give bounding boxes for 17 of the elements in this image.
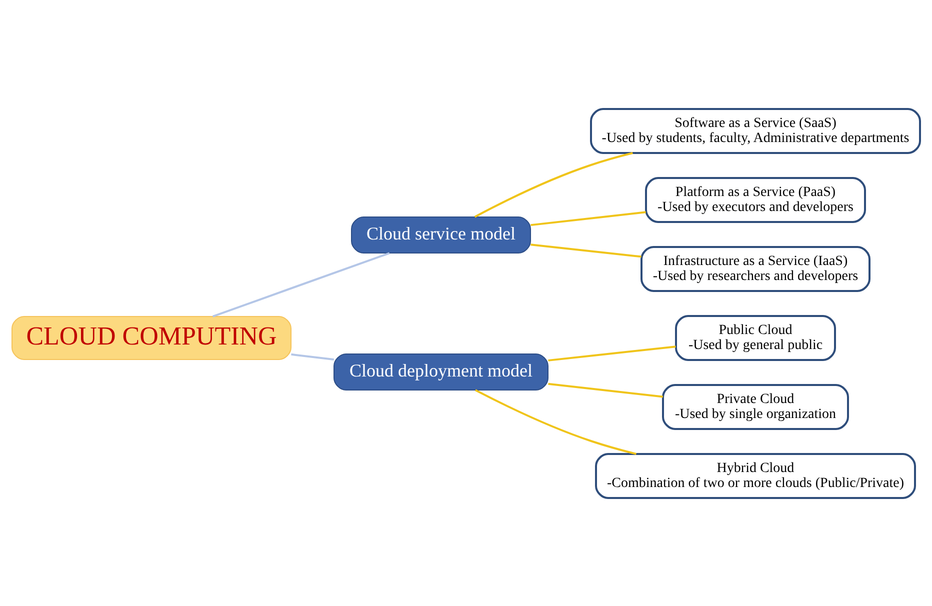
node-box: Hybrid Cloud -Combination of two or more clouds (Public/Private) <box>595 452 916 498</box>
node-box: Platform as a Service (PaaS) -Used by executors and developers <box>645 176 866 222</box>
connector <box>474 388 636 454</box>
connector <box>548 345 676 361</box>
node-box: Public Cloud -Used by general public <box>675 314 836 360</box>
node-box: Software as a Service (SaaS) -Used by students, faculty, Administrative departments <box>590 108 921 154</box>
node-box: Cloud deployment model <box>334 353 548 390</box>
connector <box>530 210 646 226</box>
connector <box>548 382 664 398</box>
connector <box>291 352 334 360</box>
connector <box>474 152 633 218</box>
node-box: Private Cloud -Used by single organization <box>662 384 849 430</box>
node-box: CLOUD COMPUTING <box>12 316 292 360</box>
node-box: Cloud service model <box>351 216 531 253</box>
node-box: Infrastructure as a Service (IaaS) -Used by researchers and developers <box>640 246 870 292</box>
connector <box>530 243 642 258</box>
connector <box>212 252 390 317</box>
